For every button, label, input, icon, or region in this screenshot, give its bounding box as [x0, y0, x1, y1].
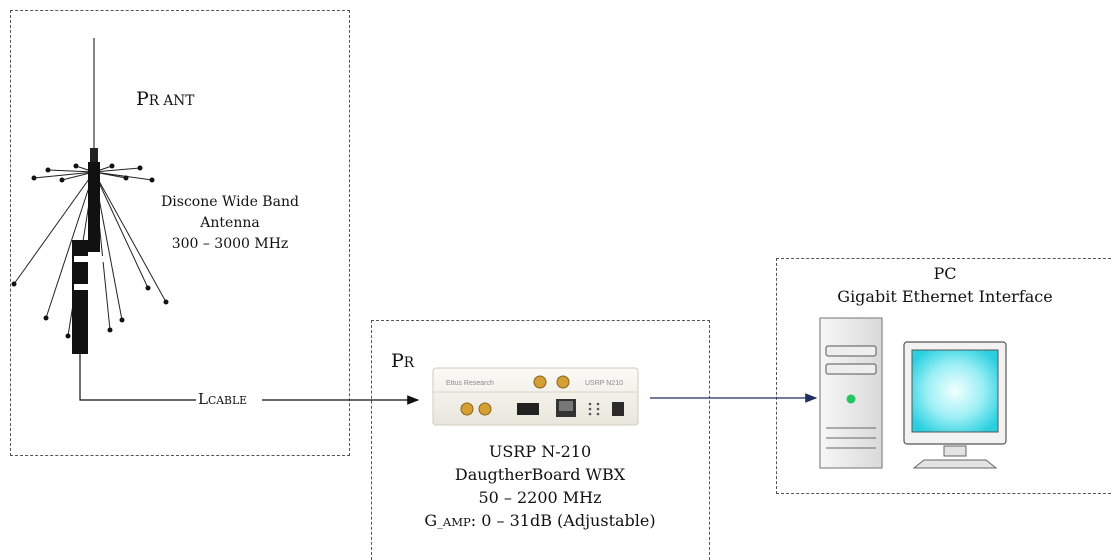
pr-ant-label: PR ANT [136, 88, 195, 110]
usrp-device-icon: Ettus Research USRP N210 [432, 367, 639, 426]
antenna-name-line2: Antenna [200, 215, 260, 231]
usrp-daughterboard: DaugtherBoard WBX [454, 465, 626, 484]
usrp-device-brand: Ettus Research [446, 380, 494, 387]
l-cable-label: LCABLE [198, 390, 248, 408]
discone-antenna-icon [11, 38, 169, 354]
pc-description: PC Gigabit Ethernet Interface [790, 262, 1100, 308]
cable-line [79, 354, 196, 401]
usrp-gain: G_AMP: 0 – 31dB (Adjustable) [424, 511, 656, 530]
usrp-block-boundary [371, 320, 710, 560]
usrp-description: USRP N-210 DaugtherBoard WBX 50 – 2200 M… [380, 440, 700, 534]
usrp-frequency: 50 – 2200 MHz [478, 488, 602, 507]
monitor-icon [903, 341, 1007, 469]
pc-tower-icon [819, 317, 883, 469]
usrp-model: USRP N-210 [488, 442, 592, 461]
antenna-block-boundary [10, 10, 350, 456]
usrp-device-model: USRP N210 [585, 380, 623, 387]
antenna-frequency: 300 – 3000 MHz [171, 236, 289, 252]
pr-label: PR [391, 350, 415, 372]
pc-title: PC [933, 264, 957, 283]
antenna-name-line1: Discone Wide Band [161, 194, 299, 210]
pc-block-boundary [776, 258, 1112, 494]
pc-interface: Gigabit Ethernet Interface [837, 287, 1053, 306]
antenna-description: Discone Wide Band Antenna 300 – 3000 MHz [140, 192, 320, 255]
